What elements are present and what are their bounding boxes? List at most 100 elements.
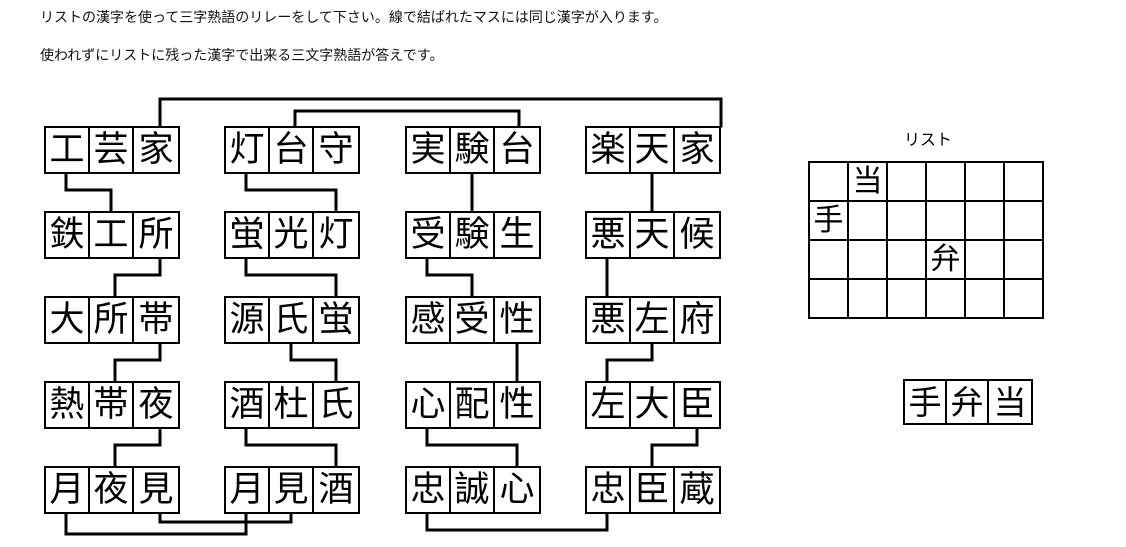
kanji-cell[interactable]: 守 bbox=[314, 128, 358, 172]
kanji-cell[interactable]: 受 bbox=[407, 213, 451, 257]
word-row: 受験生 bbox=[405, 211, 541, 259]
list-cell[interactable]: 弁 bbox=[927, 241, 966, 280]
list-cell[interactable] bbox=[810, 280, 849, 319]
kanji-cell[interactable]: 源 bbox=[226, 298, 270, 342]
list-cell[interactable]: 当 bbox=[849, 163, 888, 202]
kanji-cell[interactable]: 蛍 bbox=[226, 213, 270, 257]
kanji-cell[interactable]: 受 bbox=[451, 298, 495, 342]
kanji-cell[interactable]: 性 bbox=[495, 298, 539, 342]
list-cell[interactable] bbox=[966, 241, 1005, 280]
kanji-cell[interactable]: 忠 bbox=[407, 468, 451, 512]
kanji-cell[interactable]: 左 bbox=[587, 383, 631, 427]
kanji-cell[interactable]: 帯 bbox=[134, 298, 178, 342]
kanji-cell[interactable]: 夜 bbox=[90, 468, 134, 512]
kanji-cell[interactable]: 心 bbox=[495, 468, 539, 512]
kanji-cell[interactable]: 芸 bbox=[90, 128, 134, 172]
kanji-cell[interactable]: 天 bbox=[631, 128, 675, 172]
list-cell[interactable] bbox=[966, 202, 1005, 241]
list-cell[interactable] bbox=[966, 163, 1005, 202]
kanji-cell[interactable]: 悪 bbox=[587, 298, 631, 342]
kanji-cell[interactable]: 酒 bbox=[226, 383, 270, 427]
list-cell[interactable] bbox=[888, 163, 927, 202]
kanji-cell[interactable]: 大 bbox=[46, 298, 90, 342]
kanji-cell[interactable]: 灯 bbox=[226, 128, 270, 172]
kanji-cell[interactable]: 府 bbox=[675, 298, 719, 342]
list-cell[interactable]: 手 bbox=[810, 202, 849, 241]
kanji-cell[interactable]: 見 bbox=[270, 468, 314, 512]
connector-c1-yoru bbox=[113, 423, 162, 468]
kanji-cell[interactable]: 験 bbox=[451, 213, 495, 257]
kanji-cell[interactable]: 悪 bbox=[587, 213, 631, 257]
kanji-cell[interactable]: 左 bbox=[631, 298, 675, 342]
list-cell[interactable] bbox=[1005, 163, 1044, 202]
list-cell[interactable] bbox=[927, 163, 966, 202]
kanji-cell[interactable]: 心 bbox=[407, 383, 451, 427]
kanji-cell[interactable]: 鉄 bbox=[46, 213, 90, 257]
answer-row: 手弁当 bbox=[903, 379, 1033, 425]
kanji-cell[interactable]: 性 bbox=[495, 383, 539, 427]
kanji-cell[interactable]: 所 bbox=[134, 213, 178, 257]
kanji-cell[interactable]: 工 bbox=[90, 213, 134, 257]
kanji-cell[interactable]: 氏 bbox=[270, 298, 314, 342]
kanji-cell[interactable]: 工 bbox=[46, 128, 90, 172]
list-cell[interactable] bbox=[1005, 280, 1044, 319]
kanji-cell[interactable]: 実 bbox=[407, 128, 451, 172]
connector-c3-shin bbox=[425, 423, 519, 468]
kanji-cell[interactable]: 家 bbox=[134, 128, 178, 172]
list-cell[interactable] bbox=[849, 202, 888, 241]
kanji-cell[interactable]: 台 bbox=[495, 128, 539, 172]
list-cell[interactable] bbox=[888, 202, 927, 241]
kanji-cell[interactable]: 家 bbox=[675, 128, 719, 172]
kanji-cell[interactable]: 酒 bbox=[314, 468, 358, 512]
kanji-cell[interactable]: 生 bbox=[495, 213, 539, 257]
kanji-cell[interactable]: 熱 bbox=[46, 383, 90, 427]
kanji-cell[interactable]: 夜 bbox=[134, 383, 178, 427]
connector-c3-ju bbox=[425, 253, 474, 298]
kanji-cell[interactable]: 蛍 bbox=[314, 298, 358, 342]
list-cell[interactable] bbox=[1005, 202, 1044, 241]
kanji-cell[interactable]: 臣 bbox=[631, 468, 675, 512]
connector-top-ka bbox=[158, 97, 723, 128]
kanji-cell[interactable]: 台 bbox=[270, 128, 314, 172]
kanji-cell[interactable]: 灯 bbox=[314, 213, 358, 257]
word-row: 蛍光灯 bbox=[224, 211, 360, 259]
word-row: 灯台守 bbox=[224, 126, 360, 174]
kanji-cell[interactable]: 感 bbox=[407, 298, 451, 342]
kanji-cell[interactable]: 天 bbox=[631, 213, 675, 257]
kanji-cell[interactable]: 験 bbox=[451, 128, 495, 172]
list-cell[interactable] bbox=[849, 280, 888, 319]
word-row: 月見酒 bbox=[224, 466, 360, 514]
kanji-cell[interactable]: 臣 bbox=[675, 383, 719, 427]
kanji-cell[interactable]: 杜 bbox=[270, 383, 314, 427]
list-cell[interactable] bbox=[888, 280, 927, 319]
kanji-cell[interactable]: 蔵 bbox=[675, 468, 719, 512]
kanji-cell[interactable]: 忠 bbox=[587, 468, 631, 512]
word-row: 工芸家 bbox=[44, 126, 180, 174]
connector-c2-hotaru bbox=[244, 253, 338, 298]
list-cell[interactable] bbox=[810, 241, 849, 280]
list-cell[interactable] bbox=[810, 163, 849, 202]
list-grid[interactable]: 当手弁 bbox=[808, 161, 1044, 319]
kanji-cell[interactable]: 光 bbox=[270, 213, 314, 257]
kanji-cell[interactable]: 所 bbox=[90, 298, 134, 342]
word-row: 熱帯夜 bbox=[44, 381, 180, 429]
list-cell[interactable] bbox=[1005, 241, 1044, 280]
kanji-cell[interactable]: 候 bbox=[675, 213, 719, 257]
kanji-cell[interactable]: 月 bbox=[226, 468, 270, 512]
list-cell[interactable] bbox=[927, 202, 966, 241]
kanji-cell[interactable]: 見 bbox=[134, 468, 178, 512]
kanji-cell[interactable]: 誠 bbox=[451, 468, 495, 512]
list-cell[interactable] bbox=[966, 280, 1005, 319]
kanji-cell[interactable]: 楽 bbox=[587, 128, 631, 172]
list-cell[interactable] bbox=[927, 280, 966, 319]
word-row: 実験台 bbox=[405, 126, 541, 174]
kanji-cell[interactable]: 配 bbox=[451, 383, 495, 427]
kanji-cell[interactable]: 大 bbox=[631, 383, 675, 427]
kanji-cell[interactable]: 月 bbox=[46, 468, 90, 512]
answer-cell: 当 bbox=[989, 381, 1031, 423]
list-cell[interactable] bbox=[888, 241, 927, 280]
connector-c2-uji bbox=[289, 338, 338, 383]
kanji-cell[interactable]: 氏 bbox=[314, 383, 358, 427]
list-cell[interactable] bbox=[849, 241, 888, 280]
kanji-cell[interactable]: 帯 bbox=[90, 383, 134, 427]
